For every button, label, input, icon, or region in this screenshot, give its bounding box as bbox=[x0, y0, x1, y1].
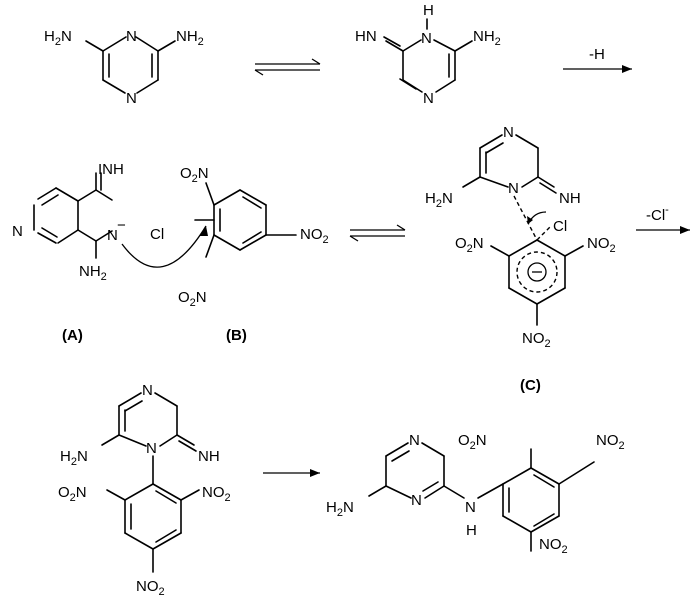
compound-c-n-top: N bbox=[503, 124, 514, 141]
minus-h-arrow: -H bbox=[563, 46, 632, 73]
equilibrium-arrow-1 bbox=[254, 58, 321, 76]
product-n-ring: N bbox=[411, 492, 422, 509]
compound-a-nh2: NH2 bbox=[79, 263, 107, 283]
amino-label-imino: NH2 bbox=[473, 28, 501, 48]
product-no2-bottom: NO2 bbox=[539, 536, 568, 556]
imino-n-bottom: N bbox=[423, 90, 434, 107]
compound-a-charge: − bbox=[117, 217, 126, 234]
electron-push-arrow bbox=[121, 225, 208, 268]
compound-c-n-ring: N bbox=[508, 180, 519, 197]
compound-b: Cl O2N O2N NO2 (B) bbox=[150, 165, 329, 344]
imino-tautomer: H N N HN NH2 bbox=[355, 2, 501, 107]
pyrazine-n-bottom: N bbox=[126, 90, 137, 107]
amino-label-right: NH2 bbox=[176, 28, 204, 48]
compound-c-nh2: H2N bbox=[425, 190, 453, 210]
minus-h-label: -H bbox=[589, 46, 605, 63]
compound-a-n-ring: N bbox=[107, 227, 118, 244]
equilibrium-arrow-2 bbox=[349, 224, 406, 242]
product-nh2: H2N bbox=[326, 499, 354, 519]
compound-c-nh: NH bbox=[559, 190, 581, 207]
compound-b-cl: Cl bbox=[150, 226, 164, 243]
compound-b-no2-bottom: O2N bbox=[178, 289, 207, 309]
compound-b-no2-right: NO2 bbox=[300, 226, 329, 246]
intermediate-nh: NH bbox=[198, 448, 220, 465]
intermediate-nh2: H2N bbox=[60, 448, 88, 468]
compound-b-no2-top: O2N bbox=[180, 165, 209, 185]
compound-c: N N H2N NH Cl O2N NO2 NO2 (C) bbox=[425, 124, 616, 394]
product-arrow bbox=[263, 469, 320, 477]
product: N N H2N N H O2N NO2 NO2 bbox=[326, 432, 625, 556]
compound-a-n-left: N bbox=[12, 223, 23, 240]
compound-c-no2-bottom: NO2 bbox=[522, 330, 551, 350]
compound-c-no2-right: NO2 bbox=[587, 235, 616, 255]
compound-a: N N − INH NH2 (A) bbox=[12, 161, 126, 344]
product-nh-n: N bbox=[465, 499, 476, 516]
intermediate-no2-left: O2N bbox=[58, 484, 87, 504]
imine-label: HN bbox=[355, 28, 377, 45]
intermediate-n-ring: N bbox=[146, 440, 157, 457]
compound-c-label: (C) bbox=[520, 377, 541, 394]
imino-h-label: H bbox=[423, 2, 434, 19]
intermediate-n-top: N bbox=[142, 382, 153, 399]
compound-a-inh: INH bbox=[98, 161, 124, 178]
imino-n-top: N bbox=[421, 30, 432, 47]
compound-c-cl: Cl bbox=[553, 218, 567, 235]
intermediate: N N H2N NH O2N NO2 NO2 bbox=[58, 382, 231, 598]
pyrazine-n-top: N bbox=[126, 28, 137, 45]
compound-c-no2-left: O2N bbox=[455, 235, 484, 255]
intermediate-no2-bottom: NO2 bbox=[136, 578, 165, 598]
product-no2-top: O2N bbox=[458, 432, 487, 452]
intermediate-no2-right: NO2 bbox=[202, 484, 231, 504]
compound-a-label: (A) bbox=[62, 327, 83, 344]
compound-b-label: (B) bbox=[226, 327, 247, 344]
product-nh-h: H bbox=[466, 522, 477, 539]
product-n-top: N bbox=[409, 432, 420, 449]
minus-cl-arrow: -Cl- bbox=[636, 204, 690, 234]
diaminopyrazine: N N H2N NH2 bbox=[44, 28, 204, 107]
product-no2-right: NO2 bbox=[596, 432, 625, 452]
minus-cl-label: -Cl- bbox=[646, 204, 669, 224]
amino-label-left: H2N bbox=[44, 28, 72, 48]
